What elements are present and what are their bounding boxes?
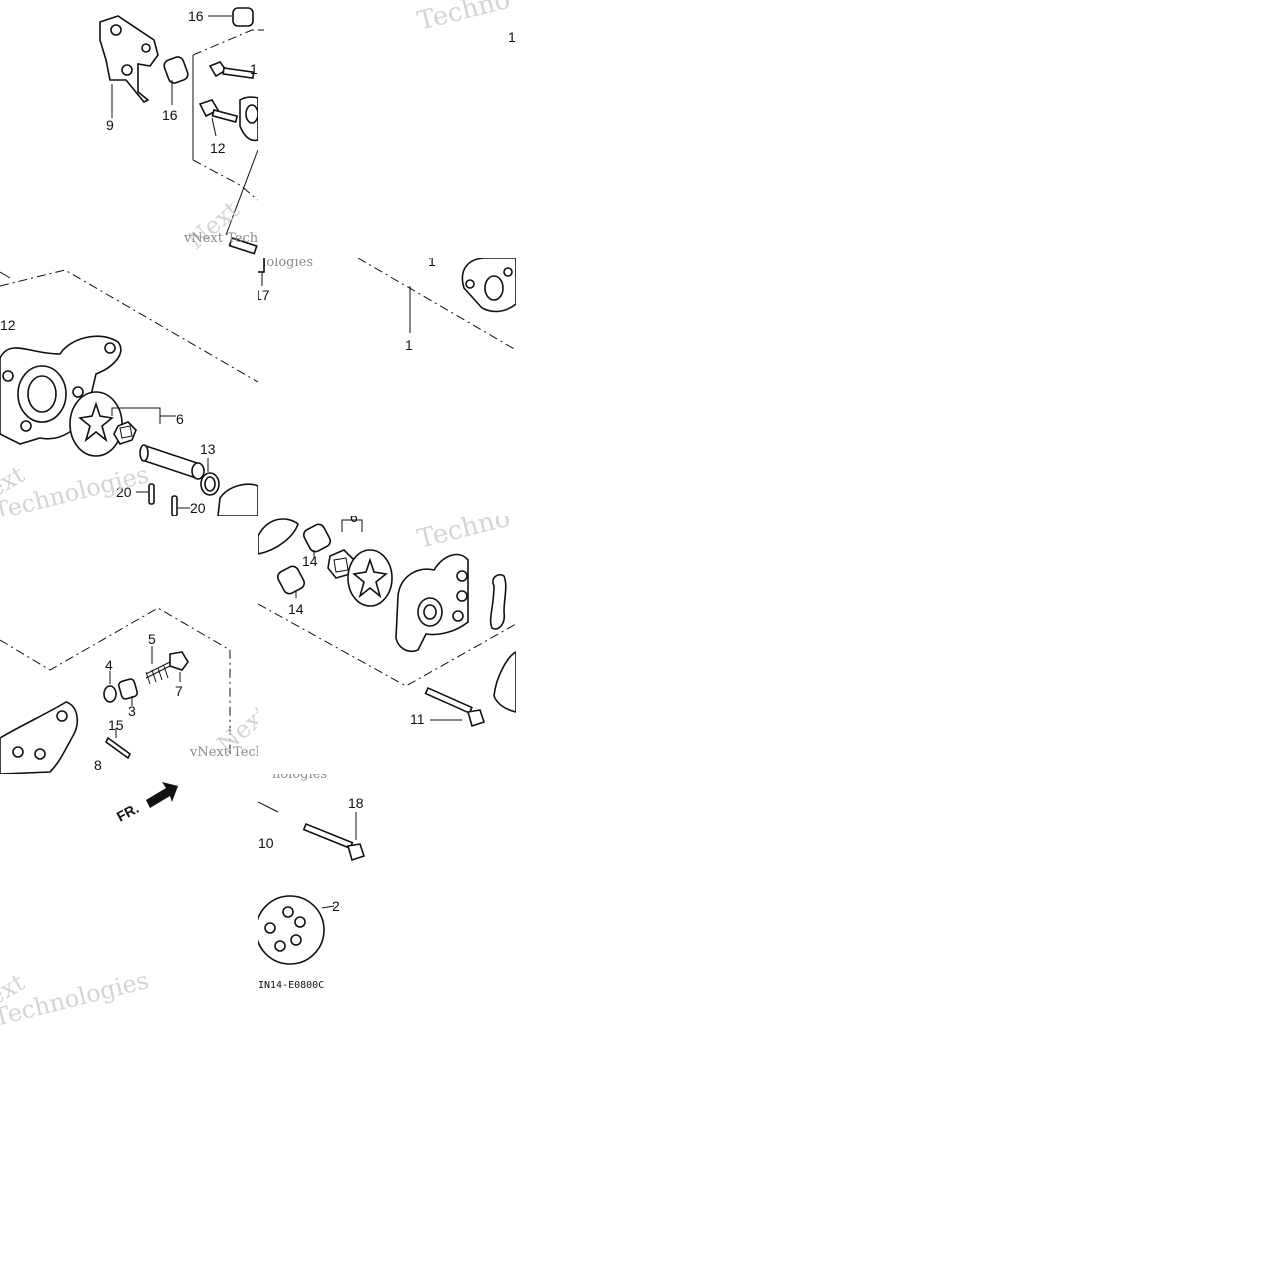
cotter-pin-icon — [104, 736, 132, 760]
callout-4: 4 — [105, 657, 113, 673]
diagram-code: IN14-E0800C — [258, 980, 324, 991]
arrow-icon — [146, 782, 178, 808]
pump-housing-icon — [395, 553, 469, 653]
diagram-tile-lower-right: nologies 10 18 2 IN14-E0800C — [258, 774, 516, 1032]
callout-1-top: 1 — [508, 29, 516, 45]
pump-housing-icon — [0, 335, 122, 445]
plug-icon — [103, 685, 117, 703]
callout-1: 1 — [405, 337, 413, 353]
watermark: vNext Tech — [183, 231, 258, 246]
diagram-tile-bottom-right: 6 14 14 — [258, 516, 516, 774]
callout-clipped: 1 — [428, 258, 436, 269]
callout-15: 15 — [108, 717, 124, 733]
callout-14-lower: 14 — [288, 601, 304, 617]
watermark: nologies — [258, 258, 313, 270]
diagram-tile-top-right: Techno 1 — [258, 0, 516, 258]
collar-icon — [302, 523, 332, 553]
rotor-icon — [347, 549, 393, 607]
diagram-tile-top-left: 9 16 16 1 12 — [0, 0, 258, 258]
rotor-icon — [113, 421, 137, 445]
diagram-tile-middle-right: nologies 17 1 1 — [258, 258, 516, 516]
diagram-tile-lower-left: FR. ext Technologies — [0, 774, 258, 1032]
collar-icon — [163, 56, 189, 84]
callout-20-left: 20 — [116, 484, 132, 500]
bolt-icon — [228, 236, 258, 255]
pump-housing-icon — [217, 483, 258, 516]
callout-20-right: 20 — [190, 500, 206, 516]
pump-housing-icon — [258, 518, 299, 555]
callout-6: 6 — [176, 411, 184, 427]
bolt-icon — [424, 686, 486, 728]
pump-housing-icon — [461, 258, 516, 313]
bracket-icon — [99, 15, 159, 104]
callout-16: 16 — [162, 107, 178, 123]
gasket-icon — [489, 573, 507, 630]
watermark: Technologies — [0, 966, 152, 1032]
gear-icon — [258, 895, 325, 965]
gear-icon — [493, 651, 516, 713]
bolt-icon — [198, 99, 239, 123]
callout-17: 17 — [258, 287, 270, 303]
rotor-icon — [69, 391, 123, 457]
cap-icon — [169, 651, 189, 671]
washer-icon — [200, 472, 220, 496]
callout-18: 18 — [348, 795, 364, 811]
callout-13: 13 — [200, 441, 216, 457]
diagram-tile-bottom-left: 5 7 4 3 15 — [0, 516, 258, 774]
callout-16-top: 16 — [188, 8, 204, 24]
callout-5: 5 — [148, 631, 156, 647]
front-direction-label: FR. — [114, 800, 141, 825]
bolt-icon — [302, 822, 366, 862]
callout-11: 11 — [410, 711, 425, 727]
callout-9: 9 — [106, 117, 114, 133]
callout-3: 3 — [128, 703, 136, 719]
pump-housing-icon — [0, 701, 79, 774]
watermark: nologies — [272, 774, 327, 782]
bolt-icon — [208, 61, 255, 80]
callout-10: 10 — [258, 835, 274, 851]
watermark: Techno — [414, 0, 513, 37]
pump-housing-icon — [239, 96, 258, 142]
callout-2: 2 — [332, 898, 340, 914]
callout-1-trunc: 1 — [250, 61, 258, 77]
pin-icon — [148, 483, 155, 505]
callout-8: 8 — [94, 757, 102, 773]
pin-icon — [171, 495, 178, 516]
watermark: Techno — [414, 516, 513, 555]
callout-6-top: 6 — [350, 516, 358, 525]
collar-icon — [232, 7, 254, 27]
callout-12: 12 — [210, 140, 226, 156]
shaft-icon — [139, 444, 205, 480]
callout-14: 14 — [302, 553, 318, 569]
callout-12-left: 12 — [0, 317, 16, 333]
bolt-icon — [258, 258, 265, 273]
collar-icon — [276, 565, 306, 595]
valve-icon — [117, 678, 139, 700]
watermark: vNext Tech — [189, 745, 258, 760]
callout-7: 7 — [175, 683, 183, 699]
spring-icon — [145, 661, 171, 685]
diagram-tile-middle-left: 12 6 — [0, 258, 258, 516]
